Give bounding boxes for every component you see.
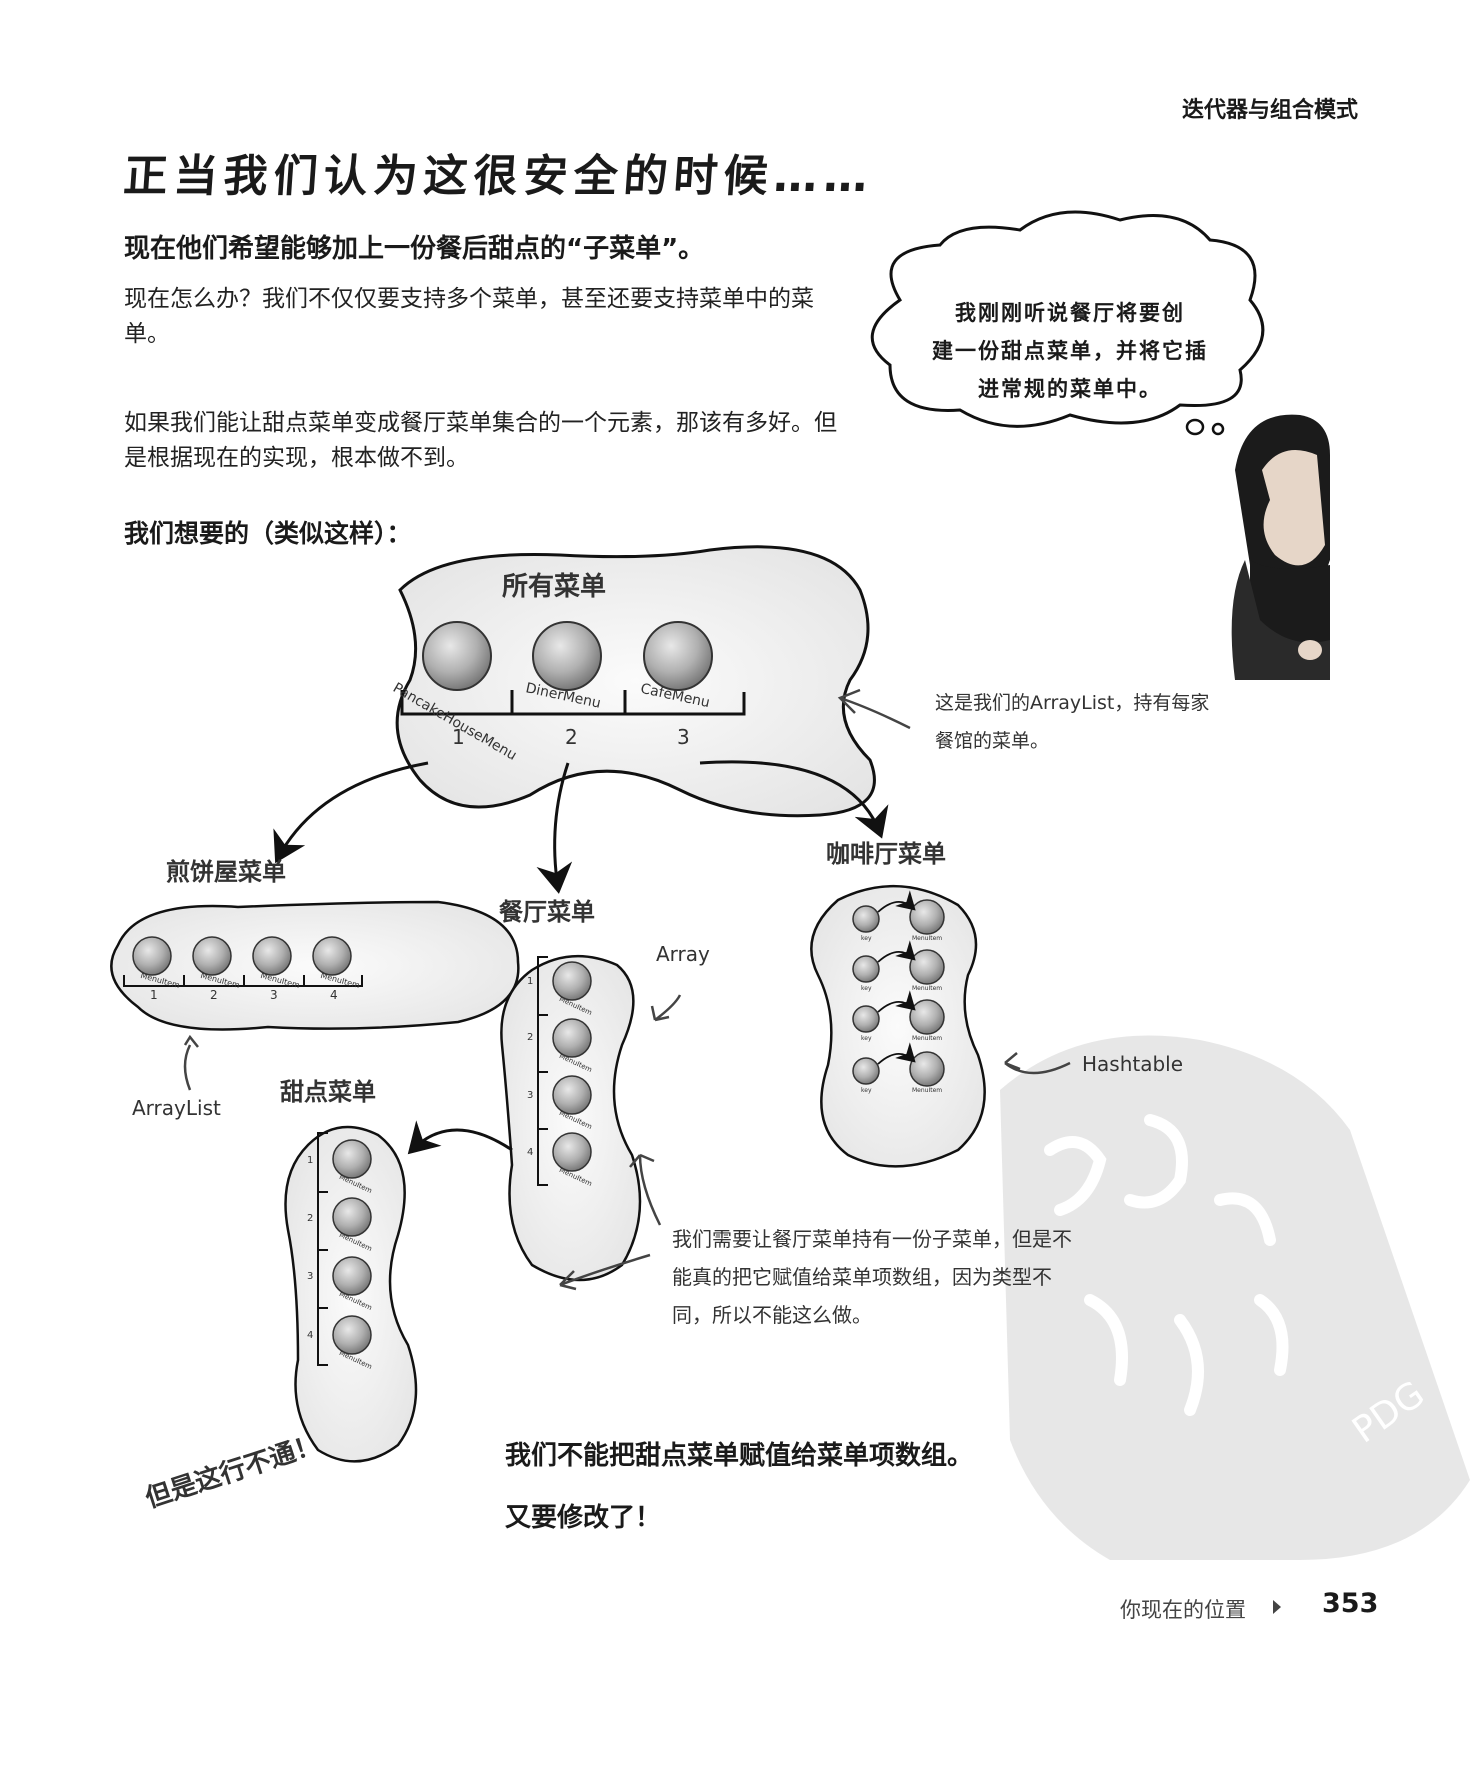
cafe-blob [810,885,986,1168]
diner-index-1: 1 [527,976,534,987]
chapter-header: 迭代器与组合模式 [1181,98,1358,123]
thought-line-3: 进常规的菜单中。 [978,377,1162,401]
all-menus-index-1: 1 [452,725,465,749]
footer-triangle-icon [1273,1600,1281,1614]
cafe-key-2: key [861,985,872,992]
cannot-assign-statement: 我们不能把甜点菜单赋值给菜单项数组。 [505,1441,974,1471]
all-menus-index-2: 2 [565,725,578,749]
paragraph-2: 如果我们能让甜点菜单变成餐厅菜单集合的一个元素，那该有多好。但是根据现在的实现，… [124,410,837,471]
cafe-key-1: key [861,935,872,942]
problem-note-line-2: 能真的把它赋值给菜单项数组，因为类型不 [672,1265,1052,1289]
cafe-item-4: MenuItem [912,1087,943,1094]
dessert-index-3: 3 [307,1271,314,1282]
thought-line-2: 建一份甜点菜单，并将它插 [932,339,1208,363]
thought-line-1: 我刚刚听说餐厅将要创 [955,301,1185,325]
dessert-index-4: 4 [307,1330,314,1341]
want-label: 我们想要的（类似这样）： [124,519,412,548]
arraylist-note-line-2: 餐馆的菜单。 [935,730,1050,752]
diner-blob [500,954,642,1282]
thought-bubble-text: 我刚刚听说餐厅将要创 建一份甜点菜单，并将它插 进常规的菜单中。 [905,294,1235,408]
cafe-entries [852,890,945,1087]
footer-location-label: 你现在的位置 [1120,1598,1246,1622]
diner-index-2: 2 [527,1032,534,1043]
problem-note-line-3: 同，所以不能这么做。 [672,1303,872,1327]
label-hashtable: Hashtable [1082,1052,1184,1076]
page-number: 353 [1322,1588,1379,1619]
diner-index-4: 4 [527,1147,534,1158]
pancake-index-1: 1 [150,988,158,1002]
pancake-menu-title: 煎饼屋菜单 [166,858,286,886]
cafe-key-4: key [861,1087,872,1094]
cafe-key-3: key [861,1035,872,1042]
cafe-item-2: MenuItem [912,985,943,992]
pancake-index-3: 3 [270,988,278,1002]
woman-illustration [1231,414,1330,680]
all-menus-title: 所有菜单 [502,572,607,602]
watermark-seal [1000,1035,1470,1560]
diner-index-3: 3 [527,1090,534,1101]
diner-menu-title: 餐厅菜单 [499,898,595,926]
dessert-index-2: 2 [307,1213,314,1224]
all-menus-index-3: 3 [677,725,690,749]
paragraph-1: 现在怎么办？我们不仅仅要支持多个菜单，甚至还要支持菜单中的菜单。 [124,286,814,347]
dessert-index-1: 1 [307,1155,314,1166]
modify-again-statement: 又要修改了！ [505,1503,662,1533]
cafe-item-1: MenuItem [912,935,943,942]
dessert-menu-title: 甜点菜单 [280,1078,376,1106]
pancake-index-4: 4 [330,988,338,1002]
subtitle: 现在他们希望能够加上一份餐后甜点的“子菜单”。 [124,234,705,264]
cafe-item-3: MenuItem [912,1035,943,1042]
problem-note: 我们需要让餐厅菜单持有一份子菜单，但是不 能真的把它赋值给菜单项数组，因为类型不… [672,1220,1152,1334]
thought-bubble [870,210,1265,436]
arraylist-note: 这是我们的ArrayList，持有每家 餐馆的菜单。 [935,684,1295,760]
label-arraylist: ArrayList [132,1096,221,1120]
cafe-menu-title: 咖啡厅菜单 [826,840,946,868]
pancake-index-2: 2 [210,988,218,1002]
label-array: Array [656,942,710,966]
all-menus-blob [395,545,876,818]
arraylist-note-line-1: 这是我们的ArrayList，持有每家 [935,692,1210,714]
problem-note-line-1: 我们需要让餐厅菜单持有一份子菜单，但是不 [672,1227,1072,1251]
